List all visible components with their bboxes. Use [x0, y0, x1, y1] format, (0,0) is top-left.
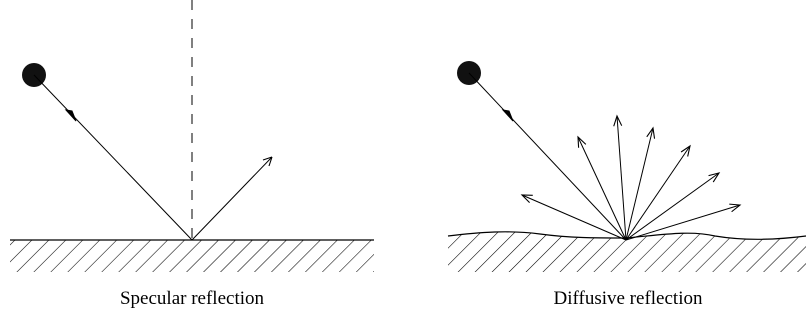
scattered-ray-6: [625, 172, 720, 241]
scattered-ray-2: [577, 136, 627, 241]
scattered-ray-arrowhead-7: [729, 203, 742, 213]
scattered-ray-arrowhead-6: [708, 172, 721, 183]
incident-ray: [33, 74, 193, 241]
incident-ray: [468, 72, 627, 241]
scattered-ray-1: [521, 194, 627, 241]
scattered-ray-7: [625, 204, 741, 241]
scattered-ray-arrowhead-5: [680, 144, 691, 157]
specular-surface-hatch: [10, 240, 374, 272]
scattered-ray-3: [616, 115, 627, 241]
reflected-ray: [191, 156, 273, 241]
scattered-ray-4: [625, 127, 654, 241]
scattered-ray-5: [625, 145, 691, 241]
incident-ray-arrowhead: [501, 109, 514, 122]
scattered-rays: [520, 114, 742, 241]
specular-reflection-caption: Specular reflection: [119, 288, 264, 309]
scattered-ray-arrowhead-3: [613, 114, 623, 127]
scattered-ray-arrowhead-4: [646, 126, 656, 139]
scattered-ray-arrowhead-2: [577, 135, 587, 148]
diffusive-panel: [447, 61, 806, 272]
specular-panel: [10, 0, 374, 272]
incident-ray-arrowhead: [64, 109, 77, 122]
scattered-ray-arrowhead-1: [520, 194, 533, 204]
reflected-ray-arrowhead: [262, 156, 273, 167]
diffusive-reflection-caption: Diffusive reflection: [553, 288, 703, 309]
